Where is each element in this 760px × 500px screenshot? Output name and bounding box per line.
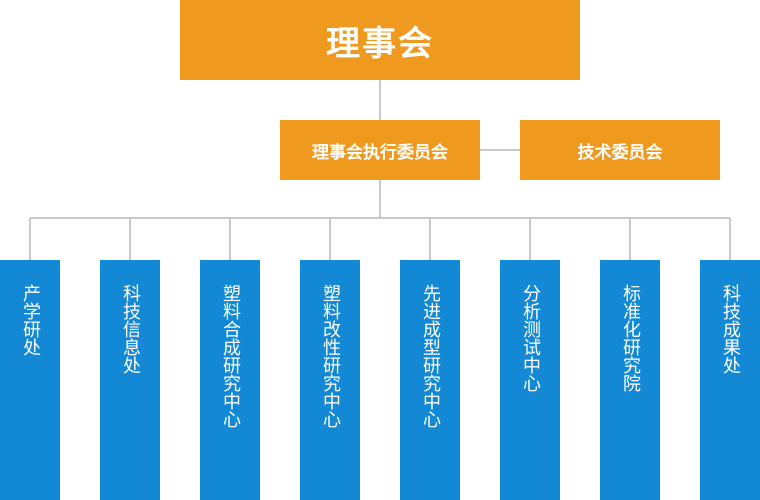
- department-label: 科技信息处: [120, 284, 141, 374]
- department-node-tech-information: 科技信息处: [100, 260, 160, 500]
- department-label: 产学研处: [20, 284, 41, 356]
- department-node-plastic-modification: 塑料改性研究中心: [300, 260, 360, 500]
- executive-committee-node: 理事会执行委员会: [280, 120, 480, 180]
- department-label: 塑料合成研究中心: [220, 284, 241, 428]
- board-of-directors-node: 理事会: [180, 0, 580, 80]
- department-label: 标准化研究院: [620, 284, 641, 392]
- department-node-plastic-synthesis: 塑料合成研究中心: [200, 260, 260, 500]
- executive-committee-label: 理事会执行委员会: [312, 142, 448, 163]
- technical-committee-node: 技术委员会: [520, 120, 720, 180]
- department-label: 科技成果处: [720, 284, 741, 374]
- department-label: 先进成型研究中心: [420, 284, 441, 428]
- department-node-advanced-forming: 先进成型研究中心: [400, 260, 460, 500]
- department-node-standardization: 标准化研究院: [600, 260, 660, 500]
- department-node-tech-achievements: 科技成果处: [700, 260, 760, 500]
- board-of-directors-label: 理事会: [326, 23, 434, 64]
- technical-committee-label: 技术委员会: [577, 142, 663, 163]
- department-node-industry-research: 产学研处: [0, 260, 60, 500]
- department-node-analysis-testing: 分析测试中心: [500, 260, 560, 500]
- department-label: 塑料改性研究中心: [320, 284, 341, 428]
- department-label: 分析测试中心: [520, 284, 541, 392]
